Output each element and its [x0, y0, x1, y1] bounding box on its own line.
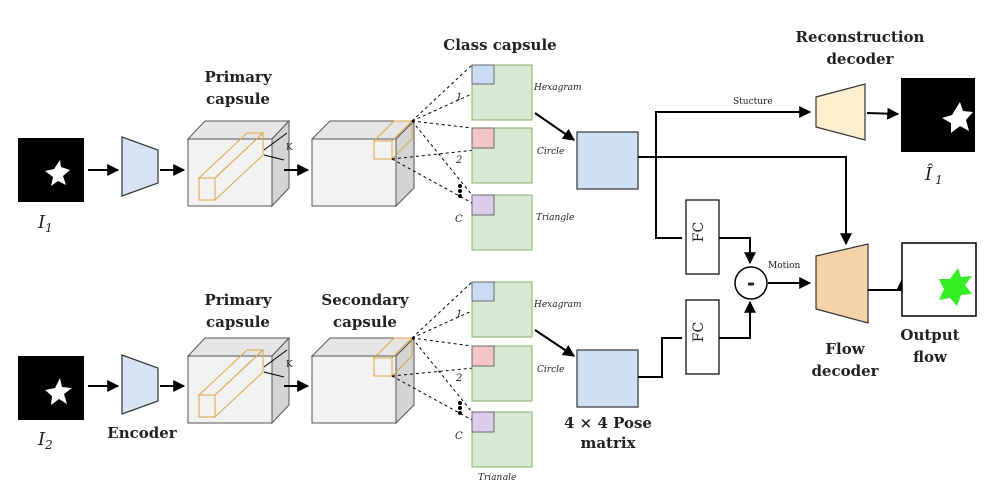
primary-capsule-cube-2 [186, 336, 291, 425]
svg-text:-: - [747, 271, 755, 295]
hexagram-shape-1 [45, 160, 70, 186]
input-1-label: I1 [37, 212, 53, 235]
svg-text:FC: FC [691, 322, 707, 342]
hexagram-shape-recon [942, 102, 973, 133]
class-item-index: C [455, 431, 463, 442]
flow-decoder [815, 243, 869, 324]
reconstructed-image [901, 78, 975, 152]
motion-label: Motion [768, 261, 801, 271]
class-capsule-column-2: Hexagram 1 Circle 2 Triangle C [455, 281, 582, 480]
class-item-name: Hexagram [533, 300, 582, 310]
pose-matrix-1 [576, 131, 639, 190]
arrow-pose1-fc1 [655, 189, 682, 239]
arrow-pose1-flowdecoder [638, 156, 852, 246]
arrow-structure [655, 106, 812, 189]
arrow-flowdecoder-output [868, 278, 908, 291]
kappa-label-1: K [286, 143, 293, 153]
arrow-fc1-minus [719, 237, 756, 265]
class-item-name: Circle [537, 365, 564, 375]
secondary-capsule-cube-2 [310, 336, 416, 425]
hexagram-shape-flow [939, 268, 972, 306]
arrow-fc2-minus [719, 300, 756, 339]
arrow-recon-output [866, 107, 900, 120]
fc-layer-1: FC [685, 199, 720, 275]
subtract-node: - [734, 266, 768, 300]
class-item-name: Triangle [536, 213, 574, 223]
reconstruction-decoder [815, 83, 866, 141]
input-image-2 [18, 356, 84, 420]
structure-label: Stucture [733, 97, 773, 107]
encoder-2 [121, 354, 159, 415]
input-image-1 [18, 138, 84, 202]
encoder-1 [121, 136, 159, 197]
class-item-name: Circle [537, 147, 564, 157]
kappa-label-2: K [286, 360, 293, 370]
arrow-class-pose2 [534, 329, 575, 357]
class-item-index: 2 [455, 373, 462, 384]
hexagram-shape-2 [45, 378, 72, 405]
arrow-class-pose1 [534, 112, 575, 141]
input-2-label: I2 [37, 429, 53, 452]
arrow-pose2-fc2 [638, 337, 682, 378]
class-item-name: Triangle [478, 473, 516, 480]
class-item-name: Hexagram [533, 83, 582, 93]
output-flow-image [901, 242, 977, 317]
svg-text:FC: FC [691, 222, 707, 242]
class-item-index: 2 [455, 155, 462, 166]
class-item-index: 1 [456, 92, 462, 103]
class-capsule-column-1: Hexagram 1 Circle 2 Triangle C [455, 64, 582, 251]
class-item-index: 1 [456, 309, 462, 320]
class-item-index: C [455, 214, 463, 225]
secondary-capsule-cube-1 [310, 119, 416, 208]
primary-capsule-cube-1 [186, 119, 291, 208]
pose-matrix-2 [576, 349, 639, 408]
encoder-label: Encoder [107, 424, 178, 442]
fc-layer-2: FC [685, 299, 720, 375]
class-capsule-title: Class capsule [443, 36, 556, 54]
